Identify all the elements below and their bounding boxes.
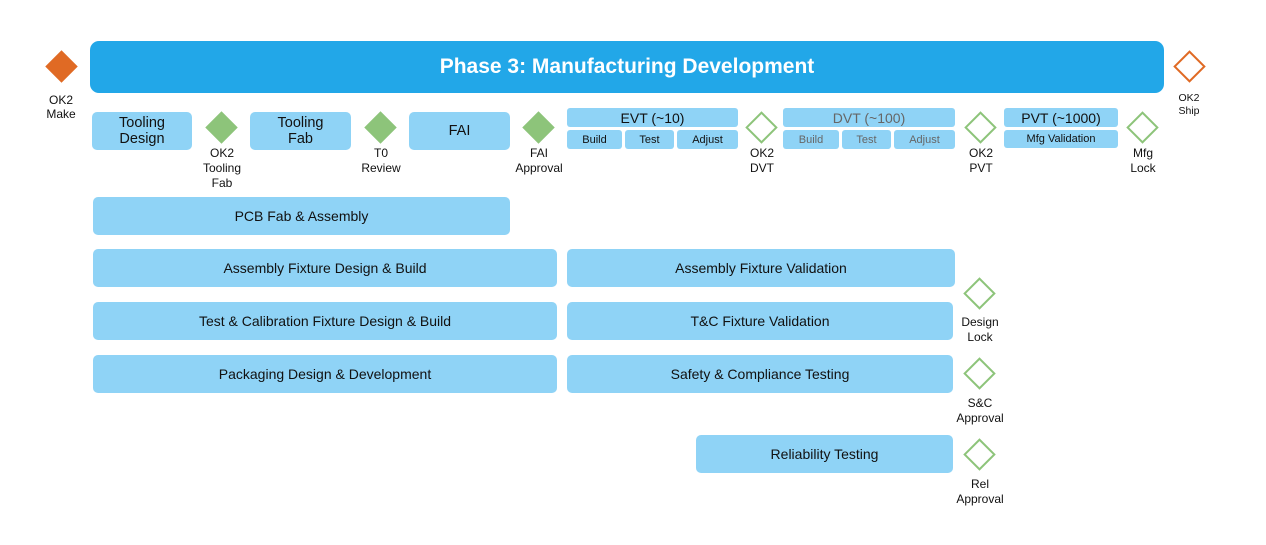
dvt-header: DVT (~100): [783, 108, 955, 127]
rel-approval-diamond-icon: [963, 438, 996, 471]
dvt-step-adjust: Adjust: [894, 130, 955, 149]
mfg-lock-label: Mfg Lock: [1130, 146, 1156, 175]
fai-approval-diamond-icon: [522, 111, 555, 144]
ok2-dvt-label: OK2 DVT: [749, 146, 774, 175]
ok2-pvt-diamond-icon: [964, 111, 997, 144]
task-tooling-fab: Tooling Fab: [250, 112, 351, 150]
task-assembly-fixture-validation: Assembly Fixture Validation: [567, 249, 955, 287]
task-packaging-design: Packaging Design & Development: [93, 355, 557, 393]
task-tooling-design: Tooling Design: [92, 112, 192, 150]
evt-step-build: Build: [567, 130, 622, 149]
dvt-step-test: Test: [842, 130, 891, 149]
ok2-make-label: OK2 Make: [46, 93, 76, 121]
pvt-header: PVT (~1000): [1004, 108, 1118, 127]
task-assembly-fixture-design-build: Assembly Fixture Design & Build: [93, 249, 557, 287]
sc-approval-diamond-icon: [963, 357, 996, 390]
phase-banner: Phase 3: Manufacturing Development: [90, 41, 1164, 93]
ok2-ship-diamond-icon: [1173, 50, 1206, 83]
t0-review-label: T0 Review: [361, 146, 401, 175]
dvt-step-build: Build: [783, 130, 839, 149]
ok2-pvt-label: OK2 PVT: [968, 146, 993, 175]
design-lock-diamond-icon: [963, 277, 996, 310]
task-safety-compliance: Safety & Compliance Testing: [567, 355, 953, 393]
task-fai: FAI: [409, 112, 510, 150]
t0-review-diamond-icon: [364, 111, 397, 144]
rel-approval-label: Rel Approval: [956, 477, 1004, 506]
evt-header: EVT (~10): [567, 108, 738, 127]
ok2-tooling-fab-diamond-icon: [205, 111, 238, 144]
ok2-dvt-diamond-icon: [745, 111, 778, 144]
ok2-make-diamond-icon: [45, 50, 78, 83]
task-test-calibration-fixture: Test & Calibration Fixture Design & Buil…: [93, 302, 557, 340]
ok2-tooling-fab-label: OK2 Tooling Fab: [202, 146, 242, 190]
fai-approval-label: FAI Approval: [515, 146, 563, 175]
task-tc-fixture-validation: T&C Fixture Validation: [567, 302, 953, 340]
sc-approval-label: S&C Approval: [956, 396, 1004, 425]
evt-step-adjust: Adjust: [677, 130, 738, 149]
pvt-step-mfg-validation: Mfg Validation: [1004, 130, 1118, 148]
ok2-ship-label: OK2 Ship: [1178, 92, 1200, 117]
evt-step-test: Test: [625, 130, 674, 149]
task-pcb-fab-assembly: PCB Fab & Assembly: [93, 197, 510, 235]
task-reliability-testing: Reliability Testing: [696, 435, 953, 473]
design-lock-label: Design Lock: [961, 315, 999, 344]
